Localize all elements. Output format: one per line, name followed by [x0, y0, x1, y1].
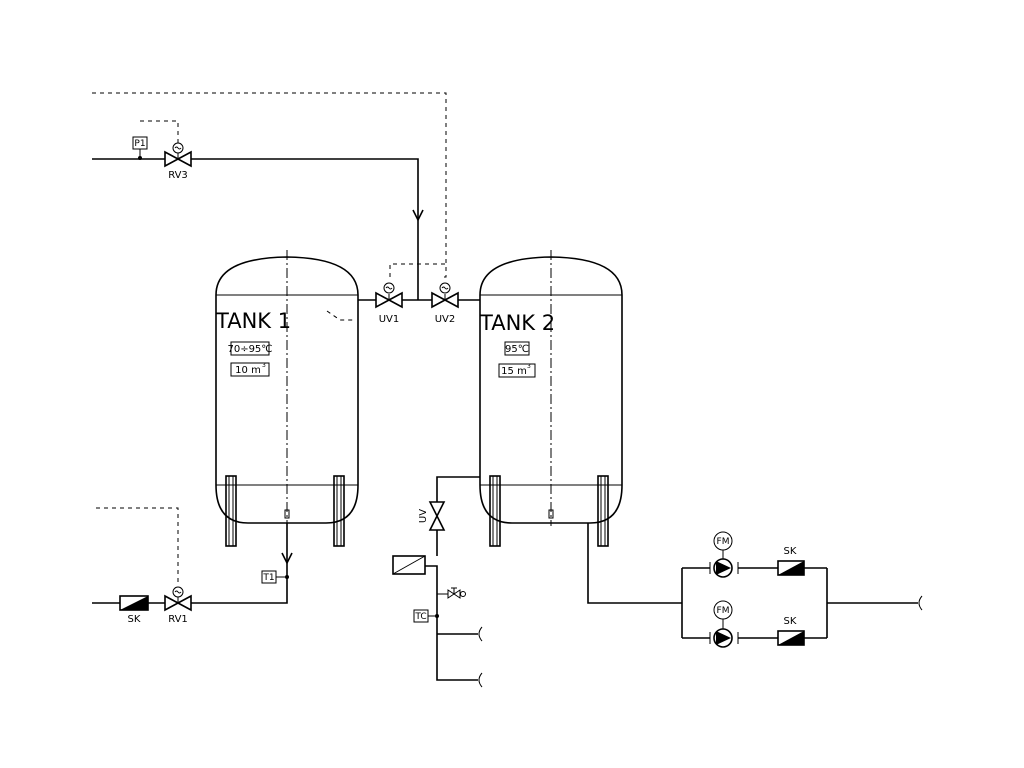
drain-valve[interactable] [447, 587, 466, 599]
uv2-control-valve[interactable]: UV2 [431, 282, 459, 325]
sk-check-valve-top: SK [777, 546, 805, 576]
tank-1-label: TANK 1 [215, 309, 291, 333]
tank-2-legs [489, 475, 609, 547]
rv3-label: RV3 [168, 170, 188, 181]
signal-lines [92, 92, 447, 586]
tank-1-volume-box [230, 362, 270, 377]
tank-2-label: TANK 2 [479, 311, 555, 335]
pump-top[interactable] [709, 558, 739, 578]
tank-1-temp-box [230, 341, 270, 356]
fm-top-flow-meter: FM [713, 531, 733, 559]
tank-2-temp-box [504, 341, 530, 356]
tank-1-volume: 10 m [235, 365, 261, 376]
break-marks [478, 595, 923, 688]
uv2-label: UV2 [435, 314, 456, 325]
tc-temperature-controller: TC [413, 609, 439, 623]
tank-1-legs [225, 475, 345, 547]
tank-2-volume-box [498, 363, 536, 378]
tank-2-temperature: 95℃ [505, 344, 529, 355]
tank-2: TANK 2 95℃ 15 m 3 [479, 250, 623, 547]
heat-exchanger [392, 555, 426, 575]
sk-left-label: SK [128, 614, 141, 625]
sk-bottom-label: SK [784, 616, 797, 627]
tank-1-volume-exp: 3 [262, 362, 266, 369]
uv1-control-valve[interactable]: UV1 [375, 282, 403, 325]
p1-label: P1 [134, 139, 145, 149]
uv1-label: UV1 [379, 314, 400, 325]
fm-top-label: FM [717, 537, 730, 547]
sk-top-label: SK [784, 546, 797, 557]
process-pipes [92, 158, 918, 681]
sk-check-valve-left: SK [119, 595, 149, 625]
tank-2-volume-exp: 3 [527, 363, 531, 370]
uv-valve[interactable]: UV [418, 501, 446, 531]
p1-pressure-gauge: P1 [132, 136, 148, 160]
tc-label: TC [414, 612, 426, 622]
tank-1: TANK 1 70÷95℃ 10 m 3 [215, 250, 359, 547]
uv-label: UV [418, 509, 429, 523]
tank-2-volume: 15 m [501, 366, 527, 377]
tank-1-temperature: 70÷95℃ [227, 344, 272, 355]
rv1-label: RV1 [168, 614, 188, 625]
fm-bottom-flow-meter: FM [713, 600, 733, 629]
t1-label: T1 [262, 573, 274, 583]
sk-check-valve-bottom: SK [777, 616, 805, 646]
pump-bottom[interactable] [709, 628, 739, 648]
rv1-control-valve[interactable]: RV1 [164, 586, 192, 625]
fm-bottom-label: FM [717, 606, 730, 616]
t1-temperature-sensor: T1 [261, 570, 289, 584]
rv3-control-valve[interactable]: RV3 [164, 142, 192, 181]
